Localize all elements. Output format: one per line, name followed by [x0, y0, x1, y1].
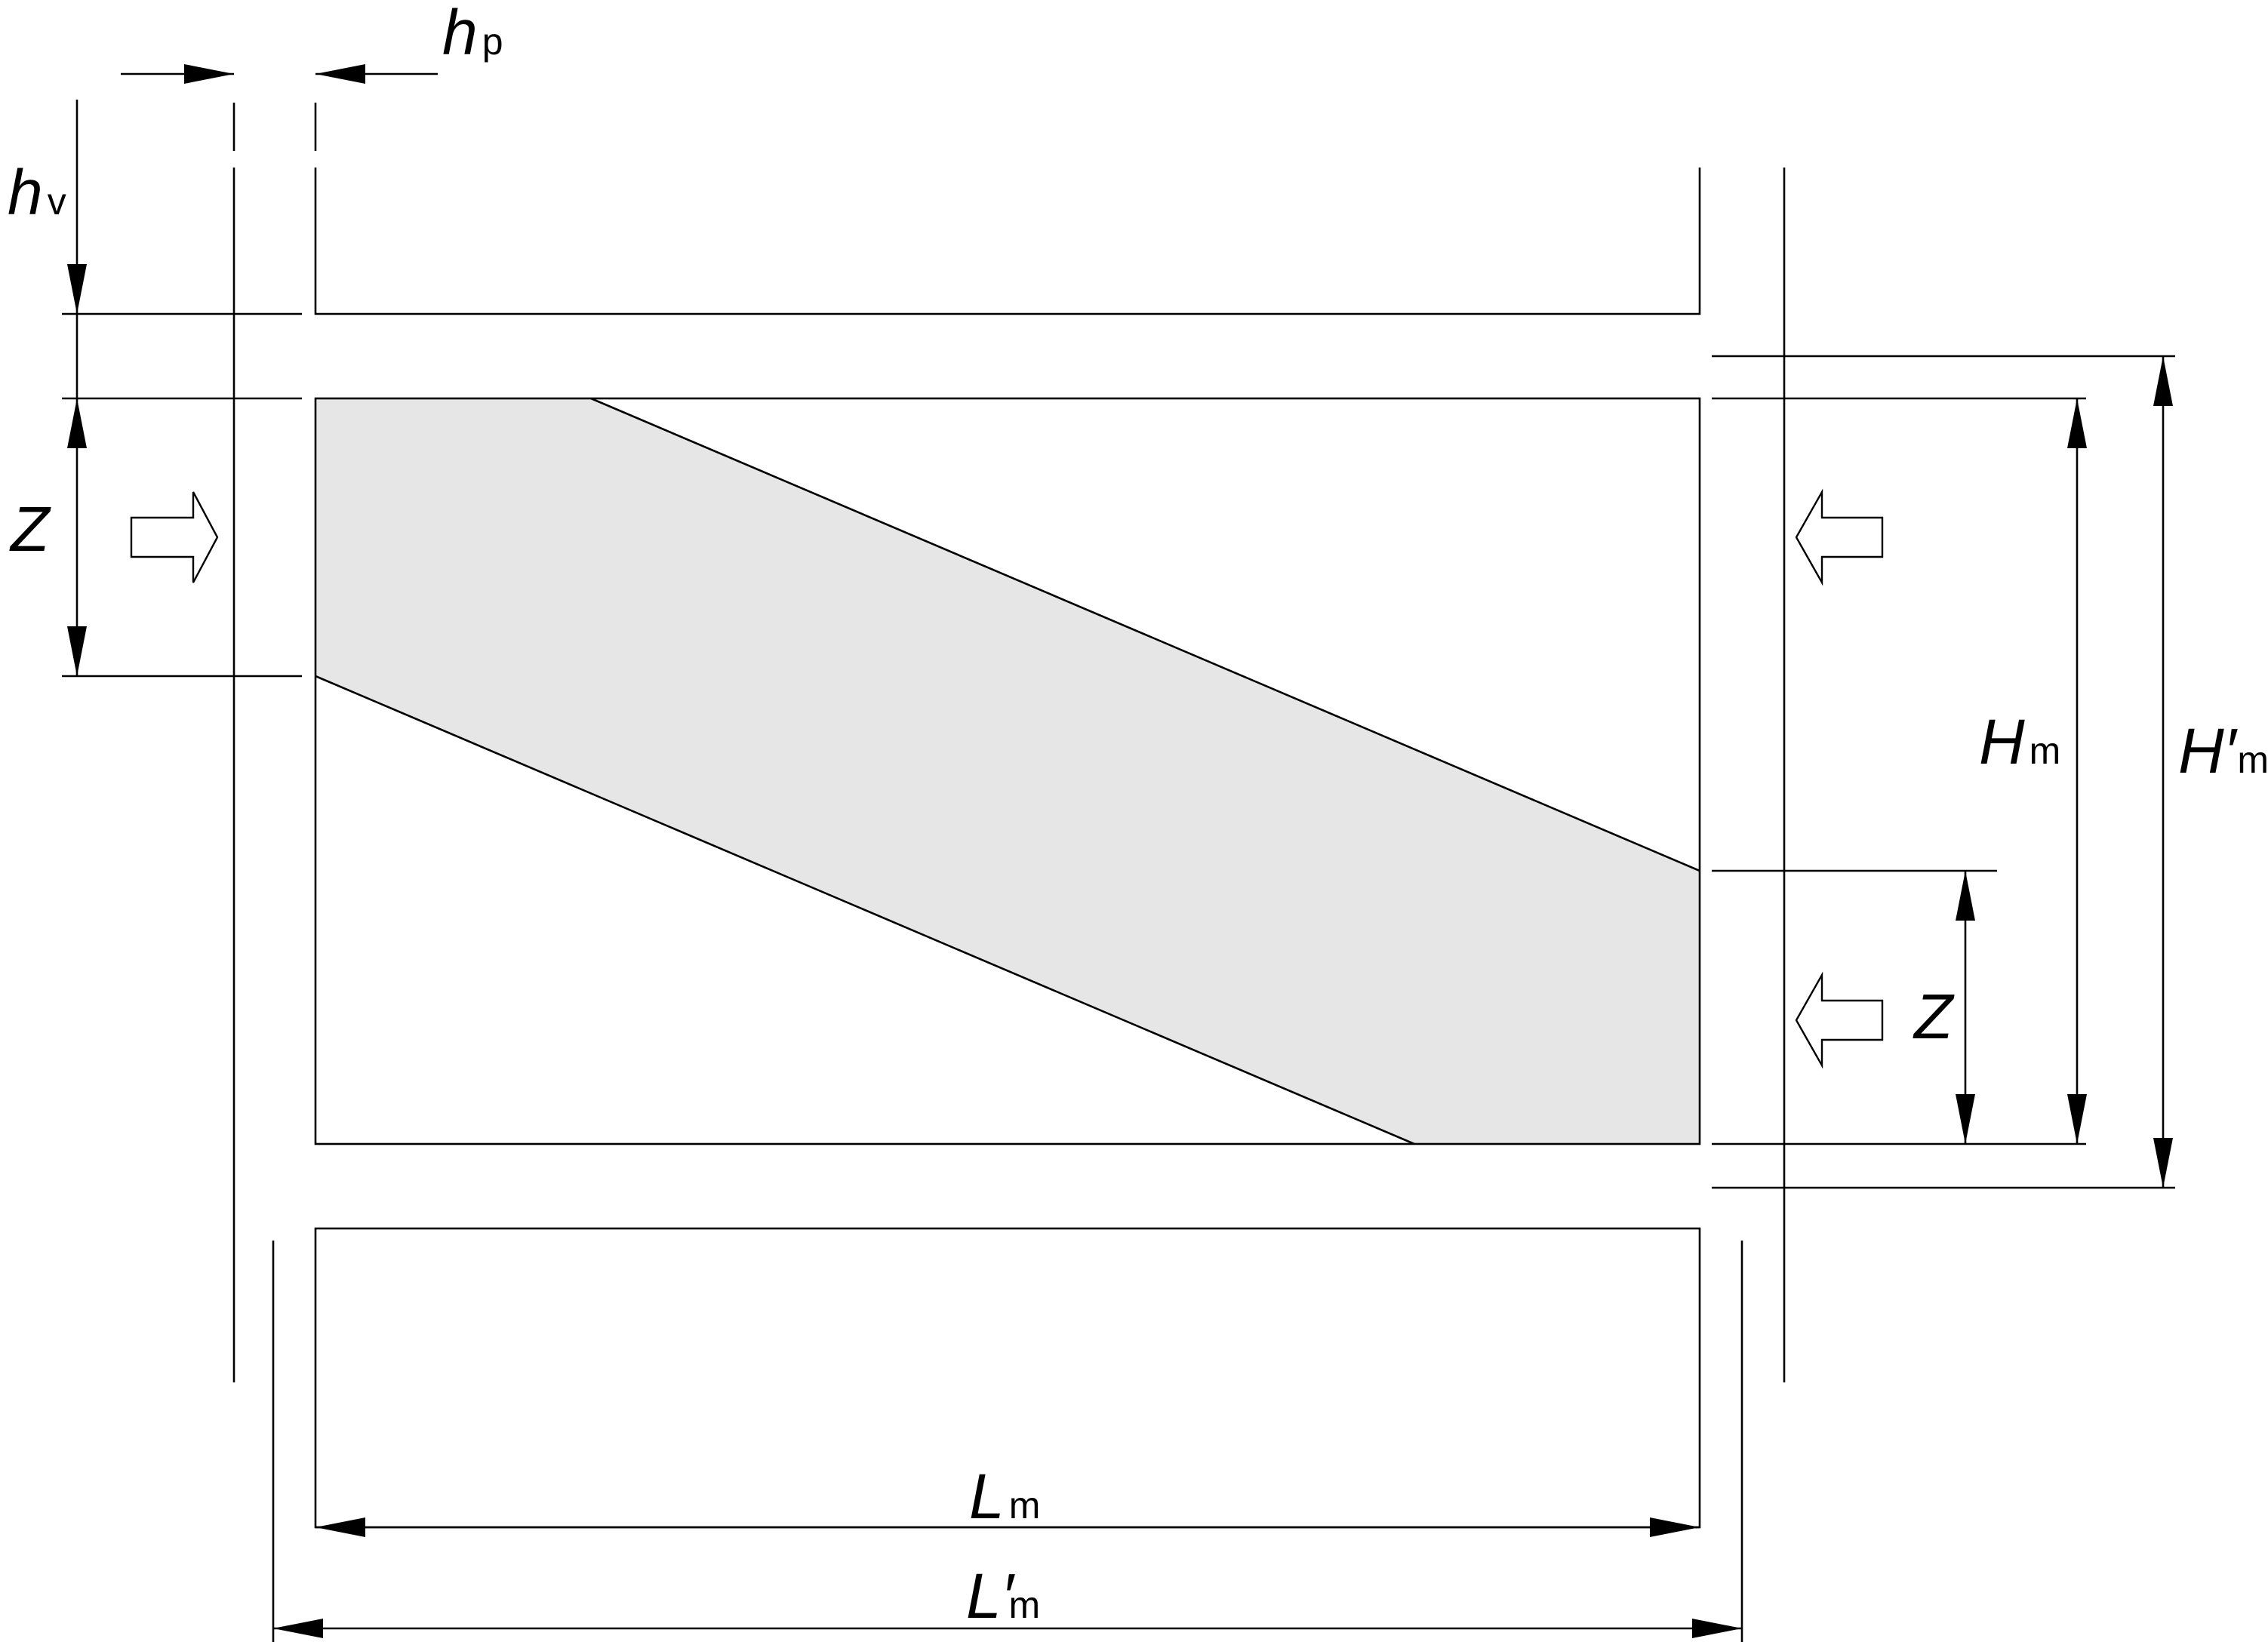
z-left-arrowhead-top	[67, 398, 87, 448]
z-right-arrowhead-bottom	[1956, 1094, 1975, 1144]
hp-arrowhead-right	[315, 64, 365, 84]
label-z-left: Z	[9, 494, 51, 564]
infill-panel-outline	[314, 397, 1701, 1145]
hm-arrowhead-top	[2067, 398, 2087, 448]
lm-prime-arrowhead-left	[273, 1619, 323, 1638]
hm-arrowhead-bottom	[2067, 1094, 2087, 1144]
load-arrow-right-upper	[1795, 488, 1884, 586]
load-arrow-right-lower	[1795, 971, 1884, 1069]
label-z-right: Z	[1913, 981, 1955, 1052]
lm-prime-arrowhead-right	[1692, 1619, 1742, 1638]
label-H-m-prime: H′m	[2178, 715, 2268, 786]
hm-prime-arrowhead-bottom	[2153, 1138, 2173, 1188]
z-left-arrowhead-bottom	[67, 626, 87, 676]
z-right-arrowhead-top	[1956, 871, 1975, 921]
lm-arrowhead-left	[315, 1517, 365, 1537]
lm-arrowhead-right	[1650, 1517, 1700, 1537]
hm-prime-arrowhead-top	[2153, 356, 2173, 406]
label-L-m-prime: L′m	[966, 1560, 1040, 1631]
top-beam-outline	[314, 168, 1701, 315]
bottom-beam-outline	[314, 1227, 1701, 1529]
strut-lower-edge	[315, 675, 1415, 1145]
hv-arrowhead	[67, 264, 87, 314]
hp-arrowhead-left	[184, 64, 234, 84]
strut-upper-edge	[590, 397, 1700, 872]
load-arrow-left	[130, 491, 219, 583]
diagonal-strut-band	[315, 398, 1700, 1144]
